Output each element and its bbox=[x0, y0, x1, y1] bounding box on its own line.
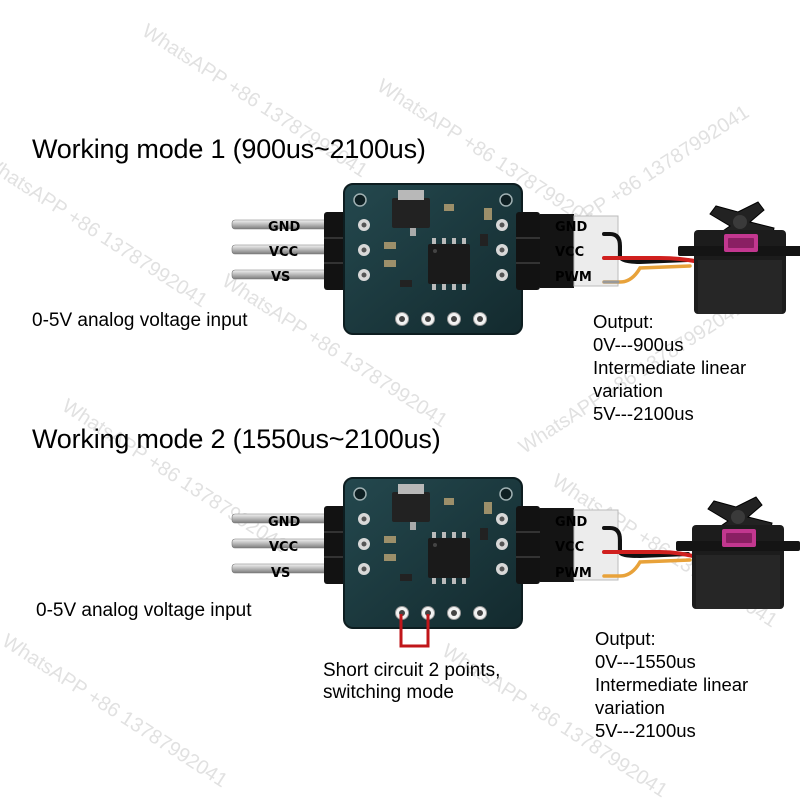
short-note-line: switching mode bbox=[323, 682, 454, 703]
mode2-output-line: Intermediate linear bbox=[595, 674, 749, 695]
mode2-short-circuit-note: Short circuit 2 points, switching mode bbox=[323, 660, 500, 704]
mode2-title: Working mode 2 (1550us~2100us) bbox=[32, 424, 441, 454]
mode2-left-pin-vcc: VCC bbox=[269, 540, 299, 555]
mode1-output-line: 5V---2100us bbox=[593, 403, 694, 424]
mode2-input-label: 0-5V analog voltage input bbox=[36, 600, 252, 621]
mode1-right-pin-pwm: PWM bbox=[555, 270, 592, 285]
mode2-left-pin-gnd: GND bbox=[268, 515, 301, 530]
mode1-output-line: Intermediate linear bbox=[593, 357, 747, 378]
short-note-line: Short circuit 2 points, bbox=[323, 660, 501, 681]
mode2-left-pin-vs: VS bbox=[271, 566, 291, 581]
mode1-title: Working mode 1 (900us~2100us) bbox=[32, 134, 426, 164]
mode1-left-pin-vcc: VCC bbox=[269, 245, 299, 260]
mode1-output-line: Output: bbox=[593, 311, 654, 332]
mode1-left-pin-vs: VS bbox=[271, 270, 291, 285]
mode2-right-pin-pwm: PWM bbox=[555, 566, 592, 581]
servo-motor-mode2 bbox=[675, 496, 800, 610]
mode2-output-line: 5V---2100us bbox=[595, 720, 696, 741]
mode1-left-pin-gnd: GND bbox=[268, 220, 301, 235]
mode2-right-pin-vcc: VCC bbox=[555, 540, 585, 555]
mode1-right-pin-vcc: VCC bbox=[555, 245, 585, 260]
mode2-output-line: 0V---1550us bbox=[595, 651, 696, 672]
mode1-output-line: variation bbox=[593, 380, 663, 401]
mode2-right-pin-gnd: GND bbox=[555, 515, 588, 530]
mode1-output-line: 0V---900us bbox=[593, 334, 684, 355]
mode1-right-pin-gnd: GND bbox=[555, 220, 588, 235]
mode2-output-line: Output: bbox=[595, 628, 656, 649]
servo-motor-mode1 bbox=[677, 201, 800, 315]
mode1-output-description: Output: 0V---900us Intermediate linear v… bbox=[593, 310, 746, 425]
mode2-output-description: Output: 0V---1550us Intermediate linear … bbox=[595, 627, 748, 742]
short-circuit-jumper bbox=[399, 614, 430, 648]
mode1-input-label: 0-5V analog voltage input bbox=[32, 310, 248, 331]
mode2-output-line: variation bbox=[595, 697, 665, 718]
